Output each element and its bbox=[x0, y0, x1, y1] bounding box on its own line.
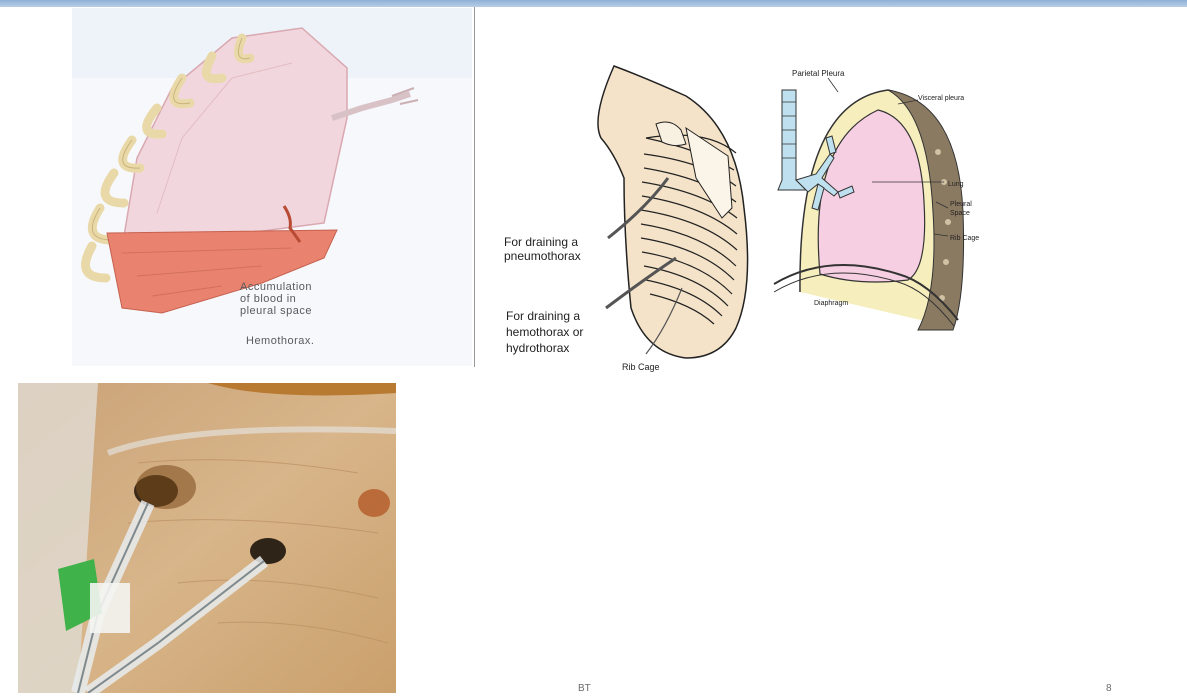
vertical-divider bbox=[474, 7, 475, 367]
label-pleural-space-line-1: Pleural bbox=[950, 201, 972, 208]
label-parietal-pleura: Parietal Pleura bbox=[792, 69, 845, 78]
hemothorax-caption-line-3: pleural space bbox=[240, 305, 312, 317]
label-pneumothorax-line-2: pneumothorax bbox=[504, 249, 581, 263]
hemothorax-title: Hemothorax. bbox=[246, 335, 314, 347]
hemothorax-illustration: Accumulation of blood in pleural space H… bbox=[62, 8, 472, 366]
label-hemothorax-line-2: hemothorax or bbox=[506, 325, 583, 339]
chest-tube-photo bbox=[18, 383, 396, 693]
hemothorax-caption-line-1: Accumulation bbox=[240, 281, 312, 293]
slide-number: 8 bbox=[1106, 683, 1112, 694]
label-lung: Lung bbox=[948, 181, 964, 188]
label-pneumothorax-line-1: For draining a bbox=[504, 235, 578, 249]
footer-text: BT bbox=[578, 683, 591, 694]
label-diaphragm: Diaphragm bbox=[814, 300, 848, 307]
label-rib-cage: Rib Cage bbox=[622, 362, 660, 372]
pleura-anatomy-illustration: Parietal Pleura Visceral pleura Lung Ple… bbox=[768, 62, 1008, 338]
label-rib-cage-right: Rib Cage bbox=[950, 235, 979, 242]
hemothorax-caption-line-2: of blood in bbox=[240, 293, 296, 305]
label-visceral-pleura: Visceral pleura bbox=[918, 95, 964, 102]
label-pleural-space-line-2: Space bbox=[950, 210, 970, 217]
chest-tube-placement-illustration: For draining a pneumothorax For draining… bbox=[496, 58, 764, 378]
label-hemothorax-line-3: hydrothorax bbox=[506, 341, 569, 355]
label-hemothorax-line-1: For draining a bbox=[506, 309, 580, 323]
slide-top-bar bbox=[0, 0, 1187, 7]
